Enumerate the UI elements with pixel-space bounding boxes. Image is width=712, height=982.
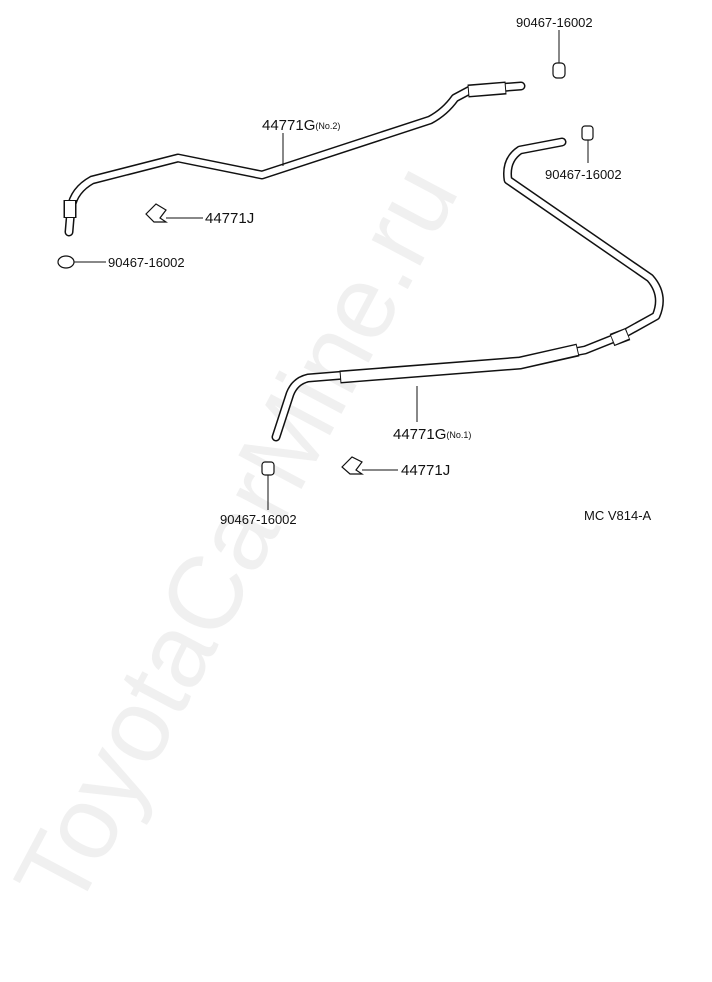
label-pipe-no2: 44771G(No.2) [262,117,340,134]
figure-code: MC V814-A [584,508,652,523]
label-clamp-lower: 44771J [401,462,450,479]
label-pipe-no1: 44771G(No.1) [393,426,471,443]
label-clamp-upper: 44771J [205,210,254,227]
label-clip-right: 90467-16002 [545,167,622,182]
clamp-upper [145,203,203,223]
clip-top [552,30,566,79]
clip-left [57,255,106,269]
clamp-lower [341,456,398,475]
label-clip-left: 90467-16002 [108,255,185,270]
label-clip-bottom: 90467-16002 [220,512,297,527]
label-clip-top: 90467-16002 [516,15,593,30]
clip-bottom [261,461,275,510]
clip-right [581,125,594,163]
pipe-no2 [63,81,526,237]
pipe-no1 [271,137,664,442]
